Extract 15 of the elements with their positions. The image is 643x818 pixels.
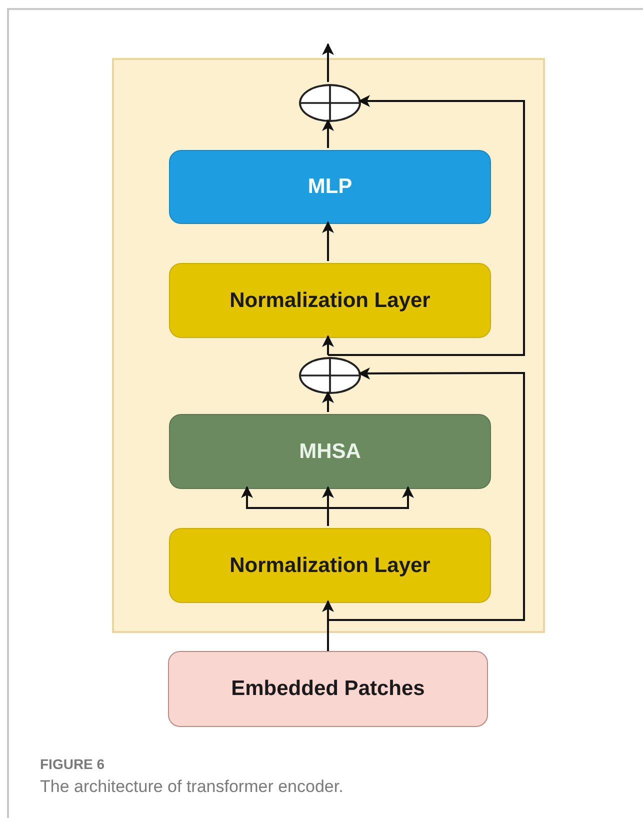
caption: The architecture of transformer encoder. [40,777,344,797]
arrow [322,391,334,412]
arrow [327,486,414,526]
arrow [322,43,334,82]
arrow [322,119,334,148]
arrow [322,335,334,355]
encoder-block [112,58,545,633]
process-box: Normalization Layer [169,528,491,603]
process-box: Normalization Layer [169,263,491,338]
process-box: MHSA [169,414,491,489]
process-box: MLP [169,150,491,224]
process-box: Embedded Patches [168,651,488,727]
arrow [322,221,334,261]
arrow [328,95,525,356]
figure-number: FIGURE 6 [40,756,105,772]
